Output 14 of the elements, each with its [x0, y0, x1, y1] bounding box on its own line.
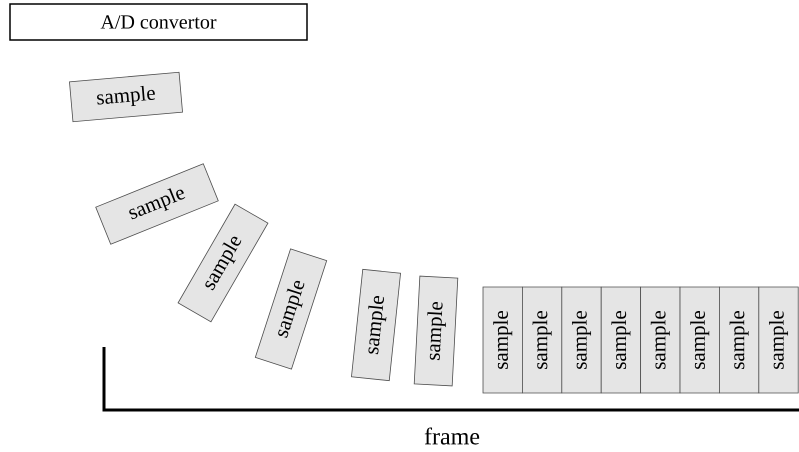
sample-box: sample	[719, 286, 760, 394]
sample-box: sample	[95, 163, 219, 245]
sample-box: sample	[758, 286, 799, 394]
sample-box: sample	[69, 72, 183, 122]
converter-box: A/D convertor	[9, 3, 308, 41]
sample-box: sample	[351, 268, 401, 382]
sample-box: sample	[600, 286, 641, 394]
sample-box: sample	[680, 286, 720, 394]
sample-box: sample	[414, 276, 458, 386]
sample-box: sample	[561, 286, 602, 394]
frame-label: frame	[424, 427, 480, 445]
sample-box: sample	[640, 286, 680, 394]
sample-box: sample	[482, 286, 523, 394]
sample-box: sample	[522, 286, 562, 394]
